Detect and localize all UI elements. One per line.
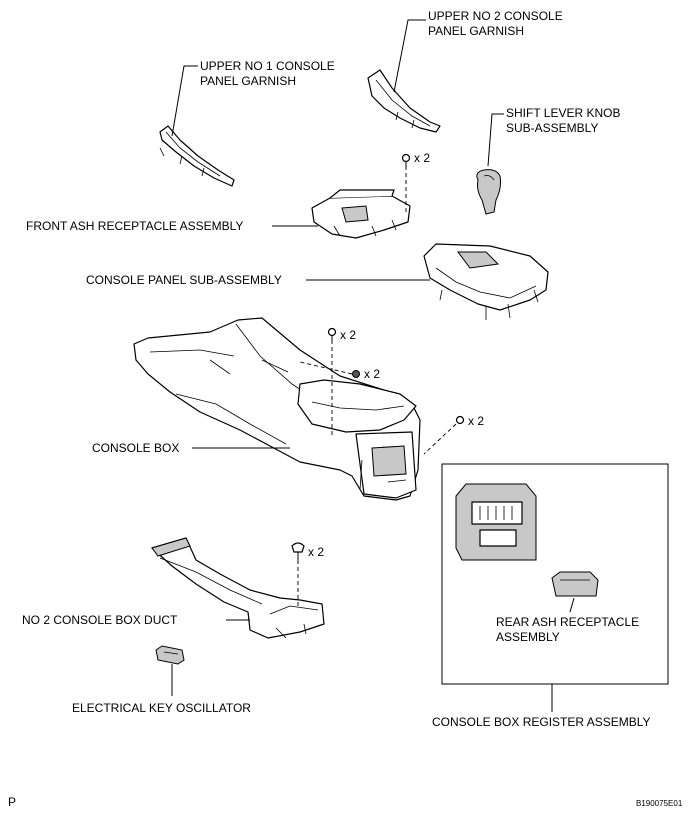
upper-no2-label-line2: PANEL GARNISH [428,24,524,38]
register-assembly-label: CONSOLE BOX REGISTER ASSEMBLY [432,715,651,729]
rear-ash-label-line1: REAR ASH RECEPTACLE [496,615,639,629]
rear-ash-receptacle-part [551,571,599,597]
upper-no2-label-line1: UPPER NO 2 CONSOLE [428,9,563,23]
footer-left-mark: P [8,795,16,809]
console-panel-label: CONSOLE PANEL SUB-ASSEMBLY [86,273,282,287]
console-box-side-screw-count: x 2 [468,414,484,428]
no2-duct-label: NO 2 CONSOLE BOX DUCT [22,613,178,627]
electrical-key-oscillator-part [155,645,185,665]
shift-knob-label-line1: SHIFT LEVER KNOB [506,106,620,120]
console-box-mid-clip-count: x 2 [364,367,380,381]
shift-lever-knob-part [476,169,501,215]
front-ash-screw-count: x 2 [414,151,430,165]
console-box-label: CONSOLE BOX [92,441,179,455]
duct-clip-icon [291,542,305,560]
console-box-side-screw-icon [455,415,465,425]
duct-clip-count: x 2 [308,545,324,559]
console-box-register-part [455,483,537,561]
shift-knob-label-line2: SUB-ASSEMBLY [506,121,598,135]
console-box-top-screw-icon [327,327,337,342]
upper-no1-garnish-part [159,125,235,187]
console-box-top-screw-count: x 2 [340,328,356,342]
rear-ash-label-line2: ASSEMBLY [496,630,560,644]
register-assembly-frame [441,463,669,685]
console-box-part [133,317,421,501]
console-panel-part [423,243,549,320]
front-ash-screw-icon [401,153,411,168]
upper-no1-label-line2: PANEL GARNISH [200,74,296,88]
front-ash-label: FRONT ASH RECEPTACLE ASSEMBLY [26,219,243,233]
no2-console-box-duct-part [151,537,325,639]
upper-no2-garnish-part [367,69,441,133]
key-oscillator-label: ELECTRICAL KEY OSCILLATOR [72,701,251,715]
figure-code: B190075E01 [636,799,683,808]
front-ash-receptacle-part [311,189,411,239]
upper-no1-label-line1: UPPER NO 1 CONSOLE [200,59,335,73]
console-box-mid-clip-icon [352,370,360,378]
